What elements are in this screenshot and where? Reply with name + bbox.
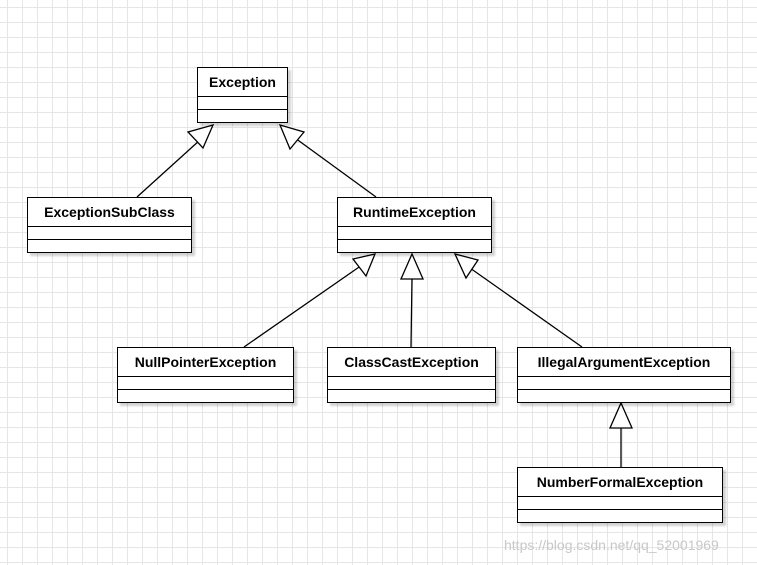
class-illegalargumentexception[interactable]: IllegalArgumentException [517, 347, 731, 403]
inheritance-arrowhead [453, 253, 480, 280]
attributes-compartment [328, 377, 495, 390]
attributes-compartment [118, 377, 293, 390]
class-name: NullPointerException [118, 348, 293, 377]
edge-exceptionsubclass-to-exception [136, 139, 201, 198]
class-name: RuntimeException [338, 198, 491, 227]
edge-runtimeexception-to-exception [294, 137, 377, 198]
attributes-compartment [518, 377, 730, 390]
edge-classcastexception-to-runtimeexception [410, 277, 413, 348]
class-runtimeexception[interactable]: RuntimeException [337, 197, 492, 253]
class-numberformalexception[interactable]: NumberFormalException [517, 467, 723, 523]
class-exceptionsubclass[interactable]: ExceptionSubClass [27, 197, 192, 253]
class-name: Exception [198, 68, 287, 97]
operations-compartment [518, 390, 730, 400]
class-name: NumberFormalException [518, 468, 722, 497]
inheritance-arrowhead [609, 401, 633, 429]
attributes-compartment [28, 227, 191, 240]
class-name: ClassCastException [328, 348, 495, 377]
operations-compartment [518, 510, 722, 520]
operations-compartment [338, 240, 491, 250]
operations-compartment [118, 390, 293, 400]
inheritance-arrowhead [278, 123, 306, 151]
class-exception[interactable]: Exception [197, 67, 288, 123]
class-classcastexception[interactable]: ClassCastException [327, 347, 496, 403]
class-name: IllegalArgumentException [518, 348, 730, 377]
inheritance-arrowhead [186, 124, 215, 150]
watermark-text: https://blog.csdn.net/qq_52001969 [504, 537, 719, 553]
class-nullpointerexception[interactable]: NullPointerException [117, 347, 294, 403]
operations-compartment [328, 390, 495, 400]
attributes-compartment [198, 97, 287, 110]
operations-compartment [198, 110, 287, 120]
edge-nullpointerexception-to-runtimeexception [243, 264, 363, 348]
operations-compartment [28, 240, 191, 250]
class-name: ExceptionSubClass [28, 198, 191, 227]
inheritance-arrowhead [400, 252, 424, 280]
edge-illegalargumentexception-to-runtimeexception [469, 267, 583, 348]
attributes-compartment [338, 227, 491, 240]
attributes-compartment [518, 497, 722, 510]
inheritance-arrowhead [351, 253, 377, 278]
